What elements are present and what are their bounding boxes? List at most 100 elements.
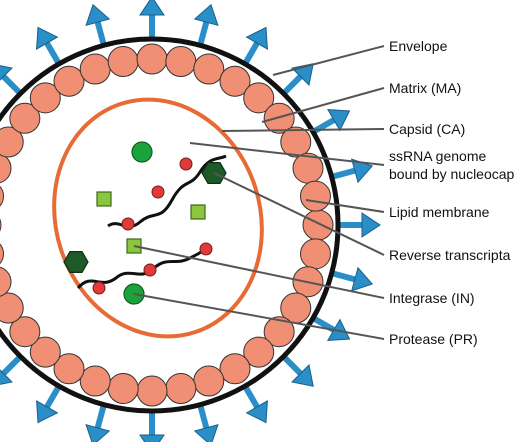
glycoprotein-stem: [242, 384, 260, 409]
glycoprotein-head: [139, 434, 165, 447]
glycoprotein-head: [350, 266, 374, 292]
leader-line-matrix: [261, 87, 385, 123]
matrix-protein: [9, 316, 41, 348]
label-ssrna: bound by nucleocap: [389, 166, 515, 182]
glycoprotein-stem: [197, 21, 210, 47]
glycoprotein-head: [361, 212, 381, 238]
matrix-protein: [107, 46, 139, 78]
glycoprotein-head: [0, 369, 14, 385]
matrix-protein-layer: [0, 43, 334, 407]
glycoprotein-head: [36, 26, 59, 50]
matrix-protein: [53, 353, 85, 385]
nucleocapsid-protein: [92, 281, 106, 295]
matrix-protein: [0, 185, 5, 207]
glycoprotein-stem: [1, 74, 23, 96]
label-leader-lines: [133, 45, 385, 340]
nucleocapsid-protein: [121, 217, 135, 231]
matrix-protein: [0, 153, 12, 184]
label-lipid: Lipid membrane: [389, 204, 490, 220]
capsid-shell: [52, 97, 264, 339]
glycoprotein-stem: [281, 354, 303, 376]
matrix-protein: [219, 353, 251, 385]
label-rt: Reverse transcripta: [389, 247, 511, 263]
matrix-protein: [302, 209, 334, 241]
nucleocapsid-protein: [179, 157, 193, 171]
leader-line-rt: [213, 172, 385, 256]
protease: [131, 141, 153, 163]
matrix-protein: [165, 372, 197, 404]
glycoprotein-head: [245, 26, 268, 50]
glycoprotein-stem: [44, 384, 62, 409]
envelope-glycoproteins: [0, 0, 381, 447]
matrix-protein: [79, 53, 111, 85]
glycoprotein-stem: [330, 167, 356, 180]
matrix-protein: [193, 53, 225, 85]
matrix-protein: [107, 372, 139, 404]
matrix-protein: [0, 126, 24, 158]
leader-line-ssrna: [189, 142, 385, 166]
lipid-membrane: [0, 36, 341, 414]
matrix-protein: [243, 336, 275, 368]
glycoprotein-head: [85, 423, 111, 447]
matrix-protein: [53, 65, 85, 97]
matrix-protein: [0, 266, 12, 297]
nucleocapsid-protein: [151, 185, 165, 199]
label-integrase: Integrase (IN): [389, 290, 475, 306]
glycoprotein-head: [0, 65, 14, 81]
matrix-protein: [263, 316, 295, 348]
matrix-protein: [243, 82, 275, 114]
viral-core: [52, 97, 264, 339]
glycoprotein-stem: [311, 315, 336, 333]
glycoprotein-stem: [281, 74, 303, 96]
matrix-protein: [165, 46, 197, 78]
label-protease: Protease (PR): [389, 331, 478, 347]
label-matrix: Matrix (MA): [389, 80, 461, 96]
matrix-protein: [136, 375, 168, 407]
matrix-protein: [29, 336, 61, 368]
glycoprotein-head: [327, 109, 351, 132]
matrix-protein: [29, 82, 61, 114]
leader-line-envelope: [272, 45, 385, 76]
matrix-protein: [0, 218, 2, 232]
integrase: [190, 204, 206, 220]
integrase: [96, 191, 112, 207]
matrix-protein: [299, 180, 331, 212]
glycoprotein-stem: [94, 21, 107, 47]
matrix-protein: [0, 292, 24, 324]
matrix-protein: [9, 102, 41, 134]
nucleocapsid-protein: [143, 263, 157, 277]
glycoprotein-head: [193, 423, 219, 447]
glycoprotein-head: [139, 0, 165, 16]
matrix-protein: [79, 365, 111, 397]
glycoprotein-head: [36, 400, 59, 424]
glycoprotein-stem: [330, 270, 356, 283]
label-envelope: Envelope: [389, 38, 448, 54]
glycoprotein-stem: [242, 41, 260, 66]
matrix-protein: [263, 102, 295, 134]
matrix-protein: [219, 65, 251, 97]
glycoprotein-stem: [94, 403, 107, 429]
matrix-protein: [193, 365, 225, 397]
leader-line-protease: [133, 293, 385, 340]
matrix-protein: [136, 43, 168, 75]
glycoprotein-head: [85, 3, 111, 27]
matrix-protein: [280, 126, 312, 158]
glycoprotein-stem: [44, 41, 62, 66]
label-capsid: Capsid (CA): [389, 121, 465, 137]
glycoprotein-stem: [1, 354, 23, 376]
matrix-protein: [299, 238, 331, 270]
leader-line-capsid: [221, 128, 385, 132]
leader-line-integrase: [133, 245, 385, 299]
matrix-protein: [0, 243, 5, 265]
label-ssrna: ssRNA genome: [389, 148, 486, 164]
glycoprotein-head: [245, 400, 268, 424]
reverse-transcriptase: [63, 251, 89, 273]
glycoprotein-head: [290, 363, 314, 387]
glycoprotein-stem: [197, 403, 210, 429]
glycoprotein-head: [193, 3, 219, 27]
leader-line-lipid: [305, 199, 385, 213]
nucleocapsid-protein: [199, 242, 213, 256]
